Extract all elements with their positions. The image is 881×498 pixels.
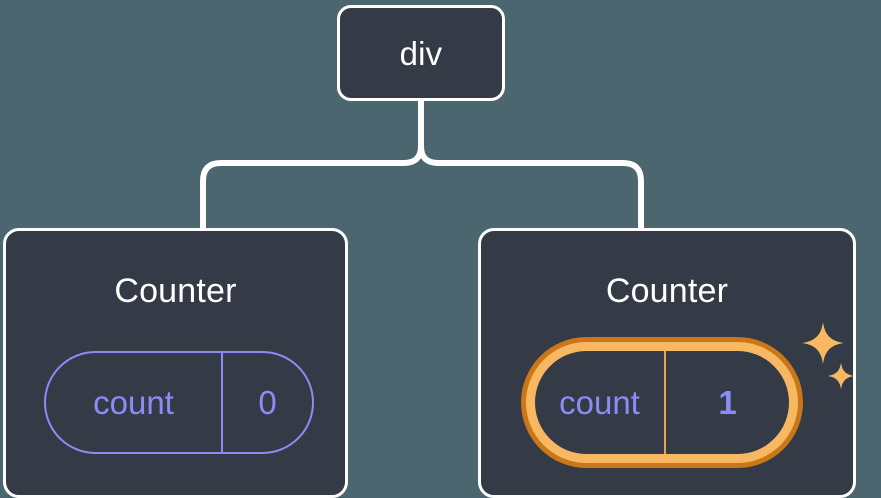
- state-pill-inner-ring: count 1: [526, 342, 798, 463]
- node-div[interactable]: div: [337, 5, 505, 101]
- state-pill-outer-ring: count 1: [521, 337, 803, 468]
- connector-branch-right: [418, 145, 644, 228]
- node-counter-left[interactable]: Counter count 0: [3, 228, 348, 498]
- node-counter-right[interactable]: Counter count 1: [478, 228, 856, 498]
- sparkle-icon: [827, 362, 855, 390]
- node-div-label: div: [399, 34, 443, 72]
- state-value: 1: [664, 351, 789, 454]
- state-pill-body: count 0: [44, 351, 314, 454]
- sparkle-icon: [801, 321, 845, 365]
- node-title: Counter: [114, 272, 237, 310]
- state-pill-body: count 1: [535, 351, 789, 454]
- state-pill-highlighted[interactable]: count 1: [521, 337, 803, 468]
- connector-branch-left: [200, 145, 424, 228]
- state-pill[interactable]: count 0: [44, 351, 314, 454]
- state-key: count: [93, 384, 174, 421]
- node-title: Counter: [605, 272, 729, 310]
- state-key: count: [559, 384, 640, 421]
- state-value: 0: [221, 353, 312, 452]
